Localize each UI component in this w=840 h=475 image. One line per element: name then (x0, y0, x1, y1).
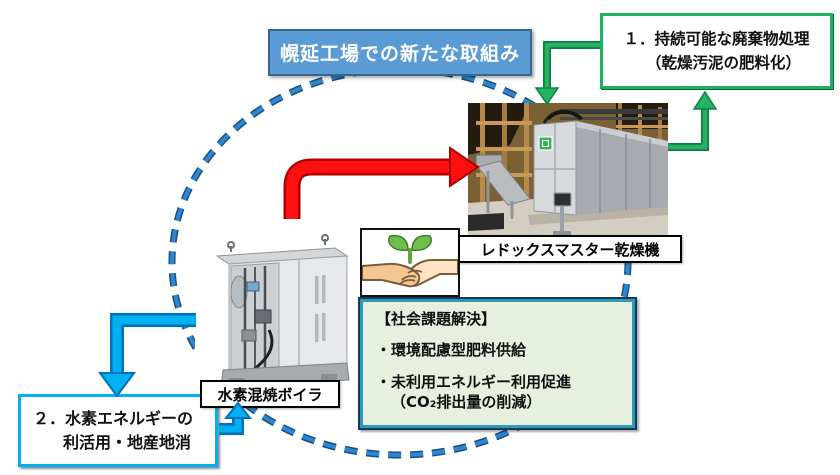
hydrogen-line1: ２．水素エネルギーの (33, 408, 194, 428)
boiler-label-text: 水素混焼ボイラ (217, 385, 323, 404)
dryer-photo-label: レドックスマスター乾燥機 (458, 235, 682, 263)
social-bullet-co2: （CO₂排出量の削減） (391, 392, 542, 411)
title-banner: 幌延工場での新たな取組み (268, 29, 532, 76)
red-arrow-boiler-to-dryer (283, 146, 480, 219)
boiler-photo-label: 水素混焼ボイラ (200, 380, 340, 408)
boiler-photo (195, 218, 355, 386)
hydrogen-boiler-illustration (195, 218, 355, 386)
green-arrow-box1-to-dryer (534, 41, 600, 106)
hydrogen-energy-box: ２．水素エネルギーの 利活用・地産地消 (18, 394, 218, 467)
dryer-photo (468, 103, 668, 238)
handshake-sprout-icon (360, 228, 460, 297)
waste-line1: １．持続可能な廃棄物処理 (623, 29, 810, 48)
waste-line2: （乾燥汚泥の肥料化） (645, 54, 801, 72)
title-text: 幌延工場での新たな取組み (279, 43, 520, 65)
waste-processing-box: １．持続可能な廃棄物処理 （乾燥汚泥の肥料化） (600, 13, 833, 89)
social-bullet-fertilizer: ・環境配慮型肥料供給 (376, 340, 527, 359)
green-arrow-dryer-to-box1 (668, 90, 718, 151)
dryer-label-text: レドックスマスター乾燥機 (480, 240, 660, 259)
cyan-arrow-boiler-to-box2 (98, 313, 196, 398)
redox-master-dryer-illustration (468, 103, 668, 238)
social-heading: 【社会課題解決】 (376, 310, 497, 328)
hydrogen-line2: 利活用・地産地消 (63, 432, 192, 452)
social-issues-box: 【社会課題解決】 ・環境配慮型肥料供給 ・未利用エネルギー利用促進 （CO₂排出… (358, 297, 637, 430)
handshake-sprout-graphic (362, 230, 458, 295)
social-bullet-energy: ・未利用エネルギー利用促進 (376, 373, 572, 391)
